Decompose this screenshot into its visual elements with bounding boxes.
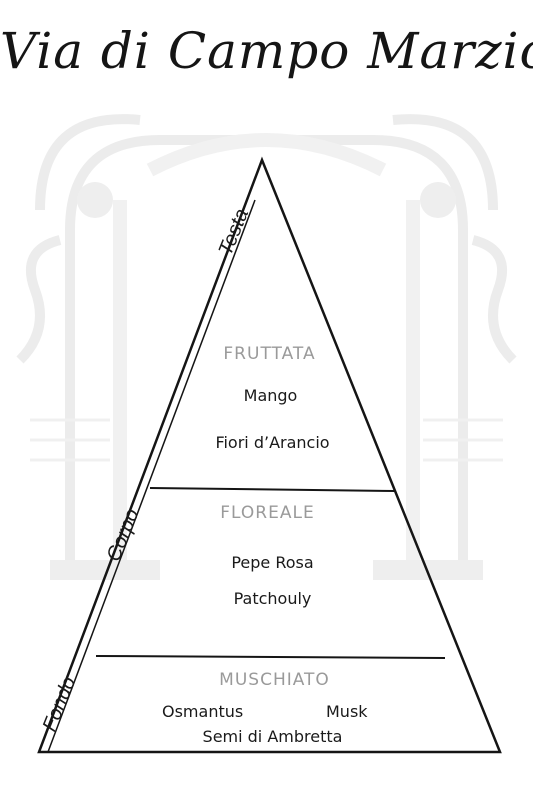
divider-top-middle bbox=[149, 487, 396, 492]
note-osmantus: Osmantus bbox=[162, 702, 244, 721]
heading-fruttata: FRUTTATA bbox=[223, 344, 316, 364]
note-fiori-darancio: Fiori d’Arancio bbox=[215, 433, 330, 452]
page-title: Via di Campo Marzio bbox=[0, 22, 533, 80]
pyramid-outline bbox=[37, 156, 502, 754]
note-pepe-rosa: Pepe Rosa bbox=[231, 553, 314, 572]
heading-muschiato: MUSCHIATO bbox=[219, 670, 330, 690]
divider-middle-bottom bbox=[95, 655, 446, 659]
note-musk: Musk bbox=[326, 702, 368, 721]
heading-floreale: FLOREALE bbox=[220, 503, 315, 523]
note-mango: Mango bbox=[243, 386, 298, 405]
pyramid-inner-edge bbox=[47, 199, 256, 753]
note-patchouly: Patchouly bbox=[233, 589, 312, 608]
note-semi-di-ambretta: Semi di Ambretta bbox=[202, 727, 343, 746]
